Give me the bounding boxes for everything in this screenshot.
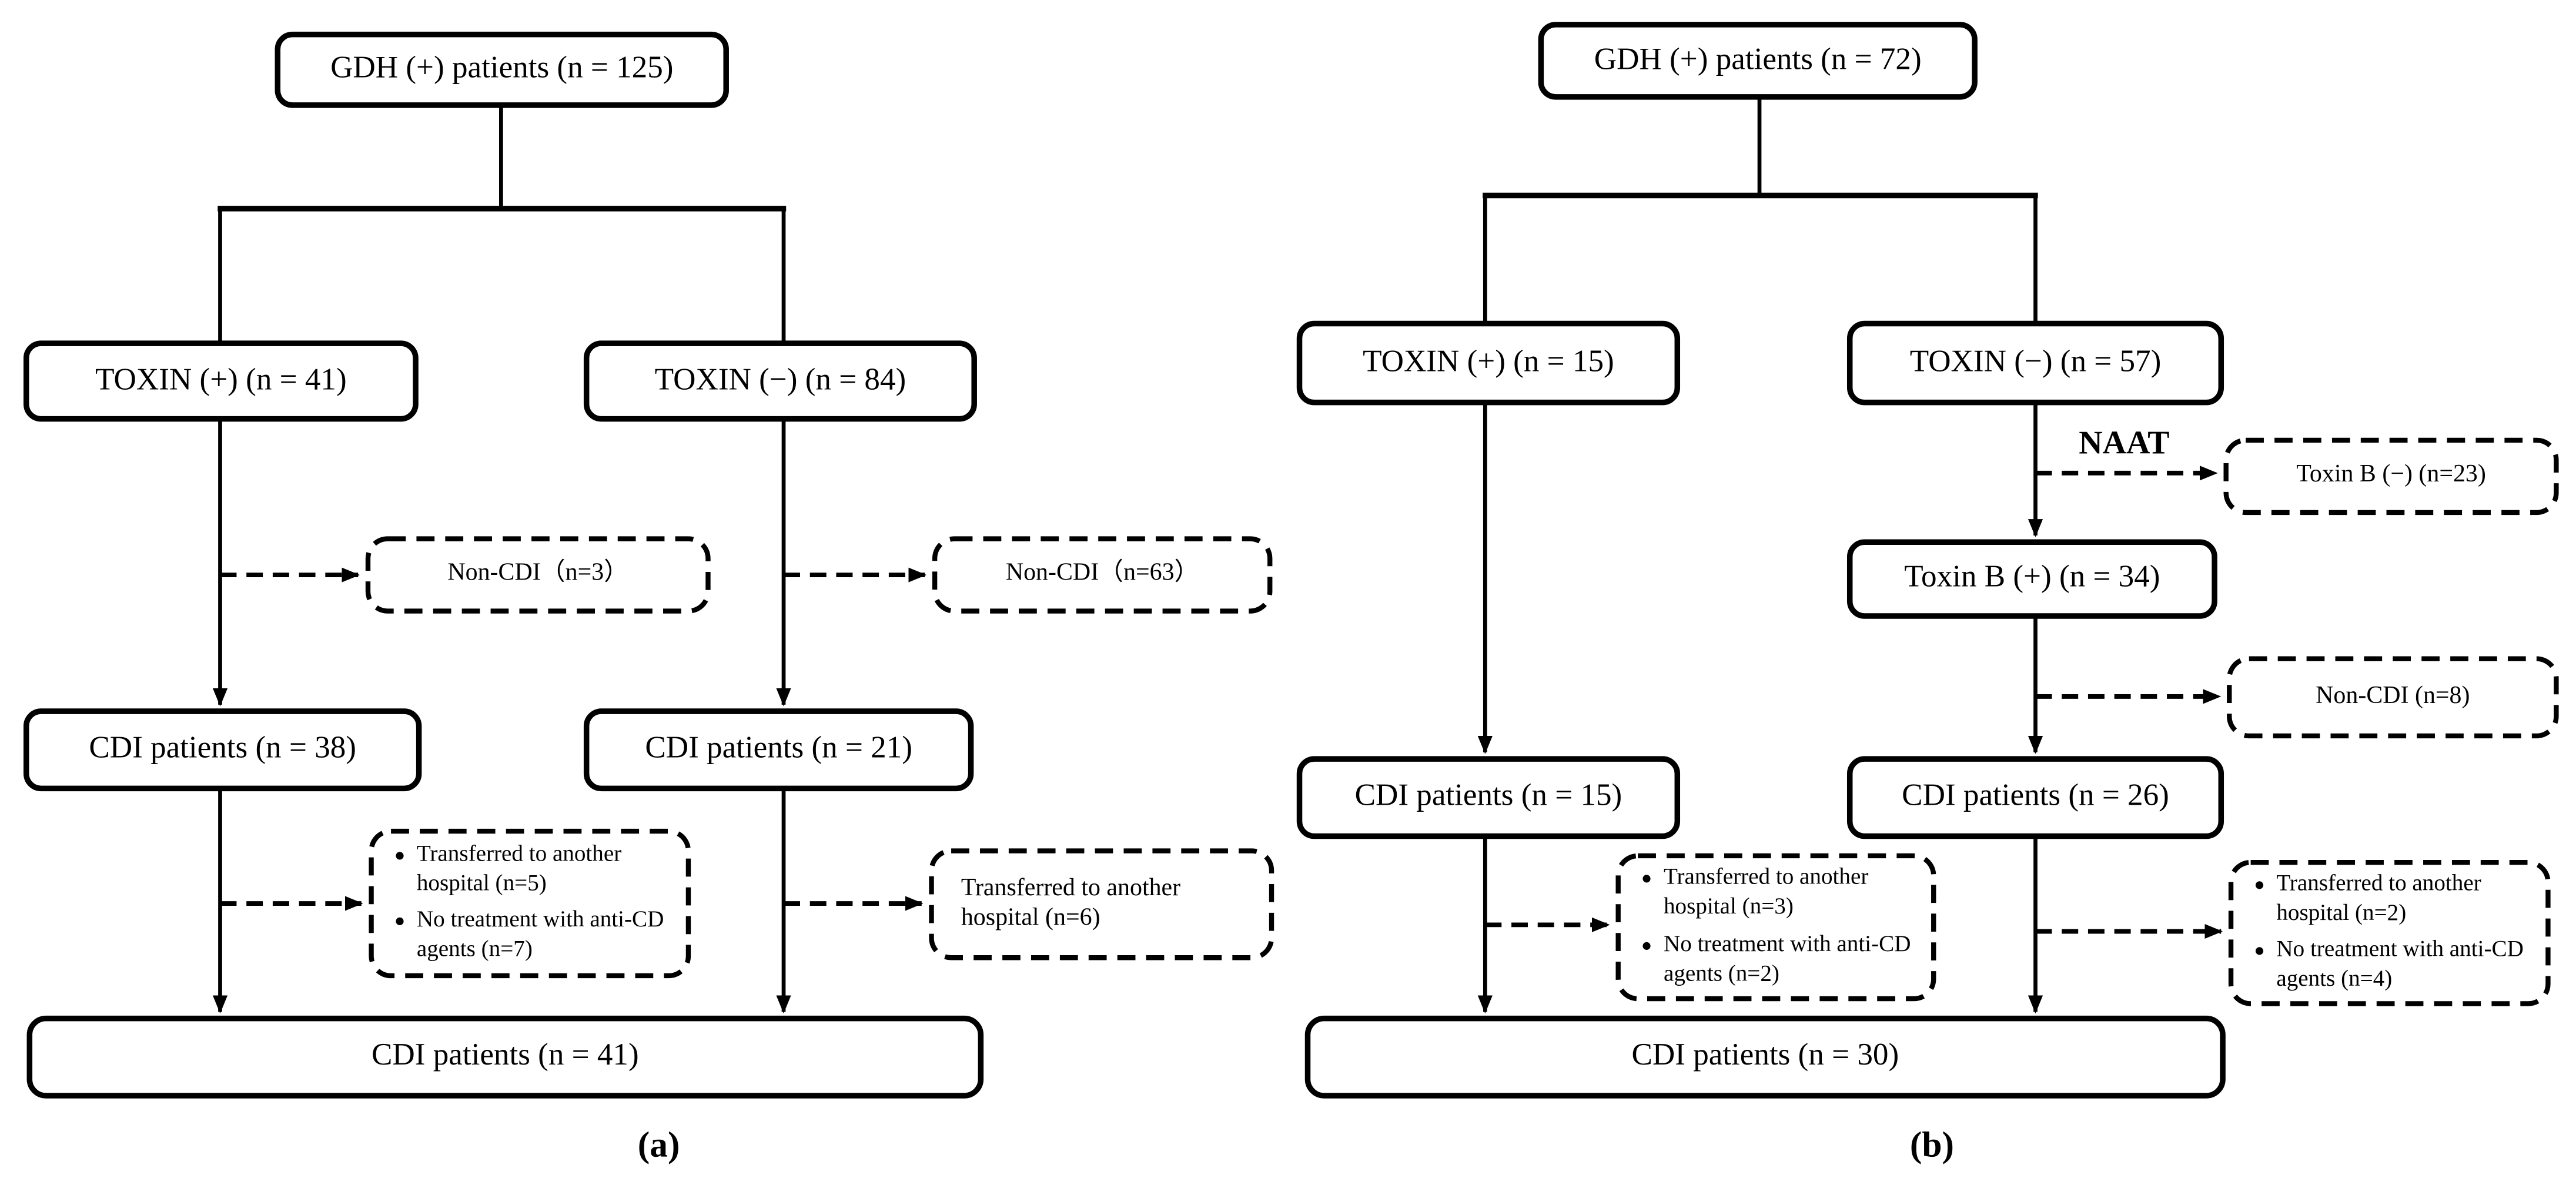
panel-b-solid-lines <box>1477 96 2043 1014</box>
list-item: ● No treatment with anti-CD agents (n=7) <box>394 907 677 967</box>
bullet-icon: ● <box>1641 869 1652 889</box>
cdi-negative-box-a <box>583 708 974 792</box>
toxin-b-negative-label-b: Toxin B (−) (n=23) <box>2296 461 2486 488</box>
exclusion-item-text: No treatment with anti-CD agents (n=2) <box>1663 932 1911 987</box>
non-cdi-negative-box-a <box>932 536 1273 614</box>
panel-label-a: (a) <box>637 1123 680 1165</box>
final-cdi-box-b <box>1304 1015 2226 1099</box>
toxin-positive-box-b <box>1296 320 1681 406</box>
non-cdi-positive-box-a <box>365 536 711 614</box>
toxin-b-positive-label-b: Toxin B (+) (n = 34) <box>1904 560 2160 595</box>
exclusion-positive-list-a: ● Transferred to another hospital (n=5) … <box>394 838 677 969</box>
bullet-icon: ● <box>2254 941 2265 961</box>
toxin-b-positive-box-b <box>1846 539 2217 619</box>
non-cdi-negative-label-a: Non-CDI（n=63） <box>1005 560 1199 587</box>
toxin-positive-label-b: TOXIN (+) (n = 15) <box>1363 344 1614 379</box>
exclusion-item-text: Transferred to another hospital (n=2) <box>2276 871 2481 926</box>
exclusion-item-text: No treatment with anti-CD agents (n=4) <box>2276 938 2524 993</box>
cdi-negative-label-b: CDI patients (n = 26) <box>1902 779 2169 814</box>
toxin-negative-label-b: TOXIN (−) (n = 57) <box>1909 344 2162 379</box>
list-item: ● Transferred to another hospital (n=3) <box>1641 864 1921 924</box>
exclusion-mid-list-b: ● Transferred to another hospital (n=3) … <box>1641 862 1921 992</box>
panel-b-dashed-arrows <box>1485 466 2223 939</box>
list-item: ● Transferred to another hospital (n=5) <box>394 841 677 901</box>
panel-a-solid-lines <box>212 105 791 1014</box>
toxin-positive-label-a: TOXIN (+) (n = 41) <box>95 363 347 397</box>
list-item: ● Transferred to another hospital (n=2) <box>2254 870 2533 930</box>
exclusion-item-text: No treatment with anti-CD agents (n=7) <box>416 908 664 963</box>
exclusion-negative-label-a: Transferred to another hospital (n=6) <box>961 875 1181 931</box>
cdi-positive-box-b <box>1296 756 1681 839</box>
cdi-positive-label-b: CDI patients (n = 15) <box>1354 779 1622 814</box>
non-cdi-box-b <box>2227 656 2559 739</box>
toxin-negative-box-b <box>1846 320 2224 406</box>
panel-label-b: (b) <box>1909 1123 1955 1165</box>
bullet-icon: ● <box>1641 935 1652 956</box>
bullet-icon: ● <box>394 845 406 865</box>
bullet-icon: ● <box>2254 875 2265 895</box>
toxin-negative-label-a: TOXIN (−) (n = 84) <box>654 363 906 397</box>
cdi-positive-label-a: CDI patients (n = 38) <box>89 731 356 766</box>
exclusion-mid-box-b <box>1615 853 1936 1002</box>
gdh-box-b <box>1538 22 1978 100</box>
final-cdi-box-a <box>26 1015 984 1099</box>
toxin-positive-box-a <box>23 340 419 422</box>
non-cdi-label-b: Non-CDI (n=8) <box>2316 682 2470 709</box>
bullet-icon: ● <box>394 912 406 932</box>
non-cdi-positive-label-a: Non-CDI（n=3） <box>447 560 629 587</box>
exclusion-right-box-b <box>2228 859 2551 1006</box>
gdh-label-b: GDH (+) patients (n = 72) <box>1594 42 1922 77</box>
naat-label-b: NAAT <box>2079 426 2170 462</box>
final-cdi-label-a: CDI patients (n = 41) <box>372 1039 639 1073</box>
exclusion-positive-box-a <box>369 828 691 979</box>
gdh-box-a <box>275 31 729 108</box>
cdi-negative-label-a: CDI patients (n = 21) <box>645 731 912 766</box>
exclusion-negative-box-a <box>929 848 1274 960</box>
toxin-negative-box-a <box>583 340 977 422</box>
exclusion-item-text: Transferred to another hospital (n=3) <box>1663 866 1869 920</box>
exclusion-item-text: Transferred to another hospital (n=5) <box>416 842 622 897</box>
list-item: ● No treatment with anti-CD agents (n=2) <box>1641 930 1921 990</box>
gdh-label-a: GDH (+) patients (n = 125) <box>330 51 674 86</box>
cdi-negative-box-b <box>1846 756 2224 839</box>
toxin-b-negative-box-b <box>2223 437 2559 515</box>
exclusion-right-list-b: ● Transferred to another hospital (n=2) … <box>2254 869 2533 997</box>
cdi-positive-box-a <box>23 708 422 792</box>
final-cdi-label-b: CDI patients (n = 30) <box>1631 1039 1899 1073</box>
list-item: ● No treatment with anti-CD agents (n=4) <box>2254 936 2533 996</box>
panel-a-dashed-arrows <box>220 567 927 911</box>
